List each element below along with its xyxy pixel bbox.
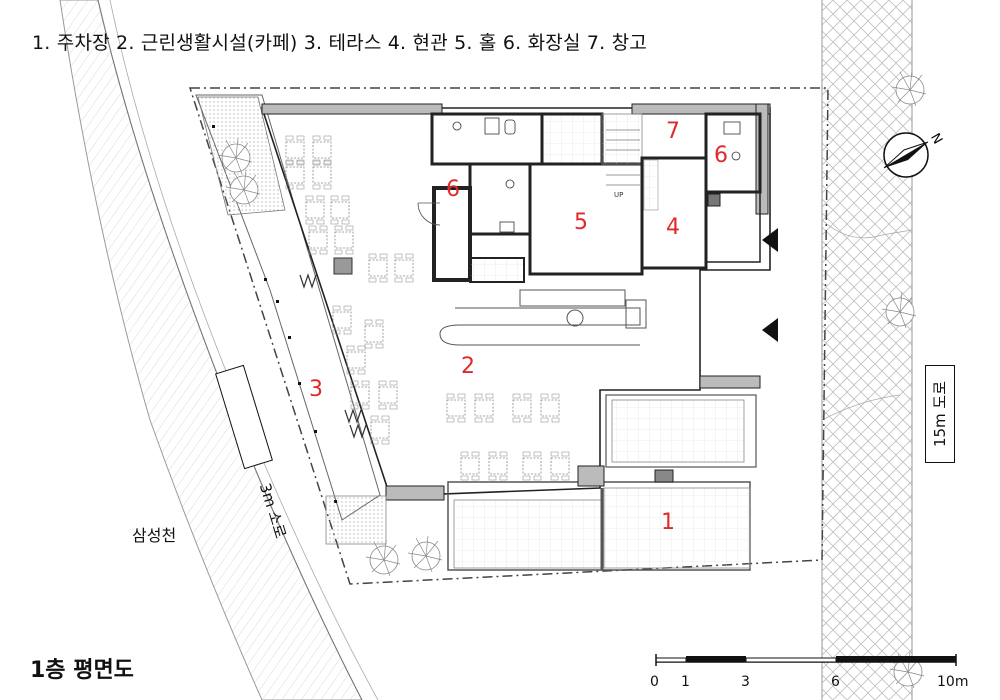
stream-label: 삼성천 <box>132 526 177 545</box>
road-label: 15m 도로 <box>931 380 949 448</box>
svg-text:UP: UP <box>614 191 623 199</box>
north-arrow-icon <box>883 132 929 178</box>
scale-tick-6: 6 <box>831 674 840 690</box>
room-number-cafe: 2 <box>461 354 475 379</box>
plan-title: 1층 평면도 <box>30 658 134 683</box>
room-number-entrance: 4 <box>666 215 680 240</box>
room-number-restroom-2: 6 <box>714 143 728 168</box>
north-label: N <box>927 131 945 147</box>
scale-tick-3: 3 <box>741 674 750 690</box>
room-number-terrace: 3 <box>309 377 323 402</box>
scale-tick-10: 10m <box>937 674 969 690</box>
room-number-parking: 1 <box>661 510 675 535</box>
legend: 1. 주차장 2. 근린생활시설(카페) 3. 테라스 4. 현관 5. 홀 6… <box>32 32 647 54</box>
scale-tick-1: 1 <box>681 674 690 690</box>
scale-bar <box>655 654 957 666</box>
room-number-restroom-1: 6 <box>446 177 460 202</box>
scale-tick-0: 0 <box>650 674 659 690</box>
road-label-box: 15m 도로 <box>925 365 955 463</box>
room-number-hall: 5 <box>574 210 588 235</box>
room-number-storage: 7 <box>666 119 680 144</box>
